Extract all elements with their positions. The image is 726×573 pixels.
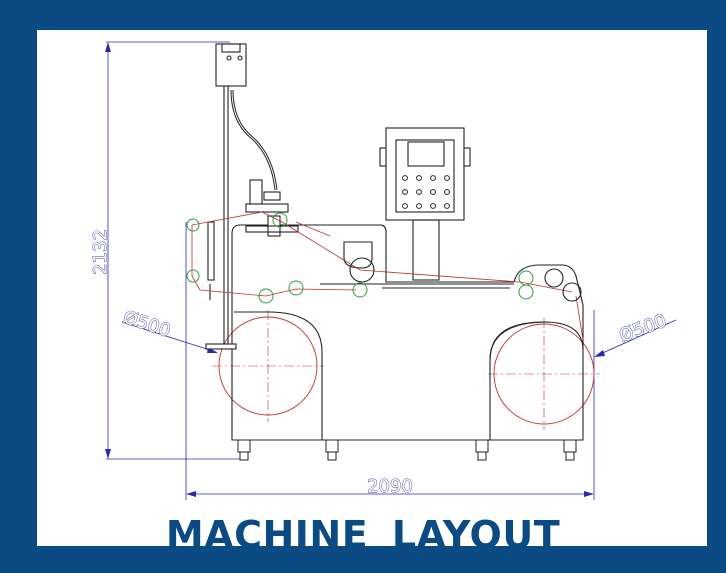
page-title: MACHINE LAYOUT [165,513,561,557]
left-guide [207,221,215,300]
right-roll-diameter-label: Ø500 [617,310,670,346]
left-roll-diameter-label: Ø500 [120,307,173,342]
width-dimension-label: 2090 [367,476,413,497]
control-panel [379,127,471,281]
drawing-panel [37,30,707,546]
height-dimension-label: 2132 [90,229,111,275]
main-rollers [349,257,582,302]
casters [237,439,577,461]
sensor-assembly [245,179,299,237]
dimension-lines [106,41,677,500]
web-path [191,211,584,341]
dimension-arrows [105,42,605,497]
sensor-mast [205,43,247,350]
machine-frame [231,224,584,441]
guide-rollers [186,212,534,304]
control-buttons [402,175,450,209]
roll-centerlines [212,310,600,430]
roll-circles [218,316,595,425]
